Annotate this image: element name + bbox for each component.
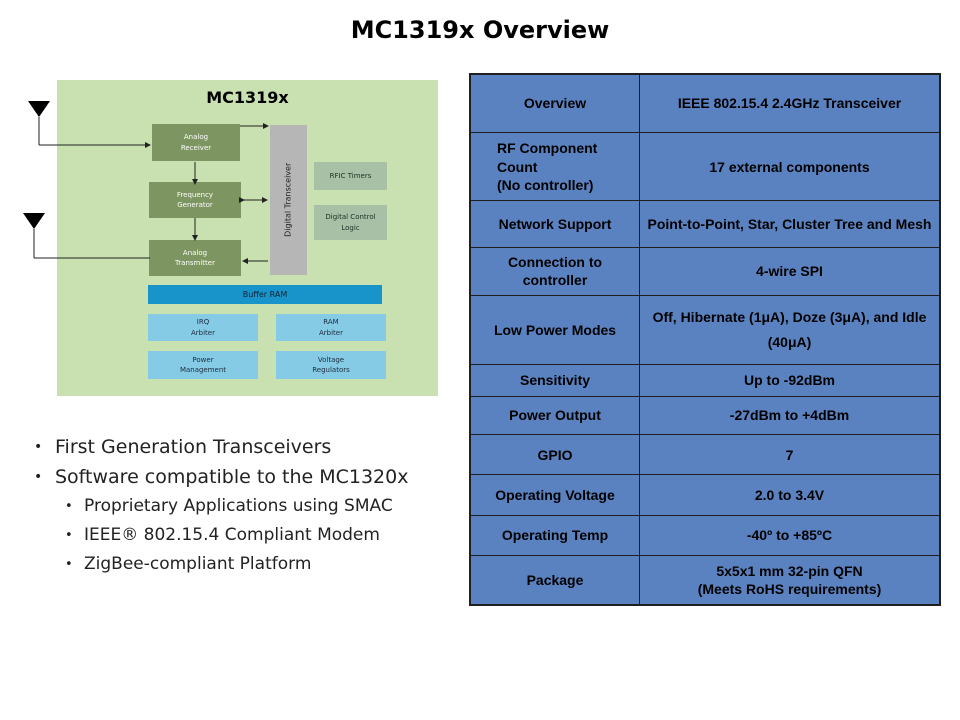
bullet-item: First Generation Transceivers	[34, 432, 408, 462]
table-row: Operating Voltage 2.0 to 3.4V	[469, 474, 941, 516]
table-row: Overview IEEE 802.15.4 2.4GHz Transceive…	[469, 73, 941, 133]
buffer-ram-block: Buffer RAM	[148, 285, 382, 304]
table-row: Operating Temp -40º to +85ºC	[469, 514, 941, 557]
table-row: RF Component Count (No controller) 17 ex…	[469, 131, 941, 202]
spec-table: Overview IEEE 802.15.4 2.4GHz Transceive…	[469, 73, 941, 606]
row-label: Connection to controller	[469, 246, 640, 297]
row-label: Network Support	[469, 200, 640, 248]
page-title: MC1319x Overview	[350, 16, 610, 44]
frequency-generator-block: Frequency Generator	[149, 182, 241, 218]
row-value: 7	[639, 434, 941, 476]
row-label: Power Output	[469, 395, 640, 436]
row-label: Low Power Modes	[469, 295, 640, 365]
row-value: -40º to +85ºC	[639, 514, 941, 557]
digital-transceiver-block: Digital Transceiver	[270, 125, 307, 275]
table-row: Sensitivity Up to -92dBm	[469, 363, 941, 397]
sub-bullet-item: IEEE® 802.15.4 Compliant Modem	[34, 521, 408, 550]
table-row: GPIO 7	[469, 434, 941, 476]
antenna-icon	[23, 213, 45, 229]
row-value: IEEE 802.15.4 2.4GHz Transceiver	[639, 73, 941, 133]
table-row: Connection to controller 4-wire SPI	[469, 246, 941, 297]
row-value: Point-to-Point, Star, Cluster Tree and M…	[639, 200, 941, 248]
feature-bullets: First Generation Transceivers Software c…	[34, 432, 408, 579]
row-label: Overview	[469, 73, 640, 133]
row-value: Up to -92dBm	[639, 363, 941, 397]
row-label: Operating Temp	[469, 514, 640, 557]
table-row: Low Power Modes Off, Hibernate (1μA), Do…	[469, 295, 941, 365]
table-row: Power Output -27dBm to +4dBm	[469, 395, 941, 436]
row-value: -27dBm to +4dBm	[639, 395, 941, 436]
table-row: Package 5x5x1 mm 32-pin QFN (Meets RoHS …	[469, 555, 941, 606]
row-value: 2.0 to 3.4V	[639, 474, 941, 516]
block-diagram: MC1319x Analog Receiver Frequency Genera…	[57, 80, 438, 396]
sub-bullet-item: ZigBee-compliant Platform	[34, 550, 408, 579]
row-label: RF Component Count (No controller)	[469, 131, 640, 202]
row-value: 4-wire SPI	[639, 246, 941, 297]
digital-control-logic-block: Digital Control Logic	[314, 205, 387, 240]
row-label: Operating Voltage	[469, 474, 640, 516]
irq-arbiter-block: IRQ Arbiter	[148, 314, 258, 341]
analog-receiver-block: Analog Receiver	[152, 124, 240, 161]
row-label: Package	[469, 555, 640, 606]
antenna-icon	[28, 101, 50, 117]
row-value: 5x5x1 mm 32-pin QFN (Meets RoHS requirem…	[639, 555, 941, 606]
row-value: 17 external components	[639, 131, 941, 202]
row-value: Off, Hibernate (1μA), Doze (3μA), and Id…	[639, 295, 941, 365]
ram-arbiter-block: RAM Arbiter	[276, 314, 386, 341]
voltage-regulators-block: Voltage Regulators	[276, 351, 386, 379]
analog-transmitter-block: Analog Transmitter	[149, 240, 241, 276]
power-management-block: Power Management	[148, 351, 258, 379]
row-label: Sensitivity	[469, 363, 640, 397]
row-label: GPIO	[469, 434, 640, 476]
table-row: Network Support Point-to-Point, Star, Cl…	[469, 200, 941, 248]
rfic-timers-block: RFIC Timers	[314, 162, 387, 190]
diagram-title: MC1319x	[206, 88, 289, 107]
bullet-item: Software compatible to the MC1320x	[34, 462, 408, 492]
sub-bullet-item: Proprietary Applications using SMAC	[34, 492, 408, 521]
